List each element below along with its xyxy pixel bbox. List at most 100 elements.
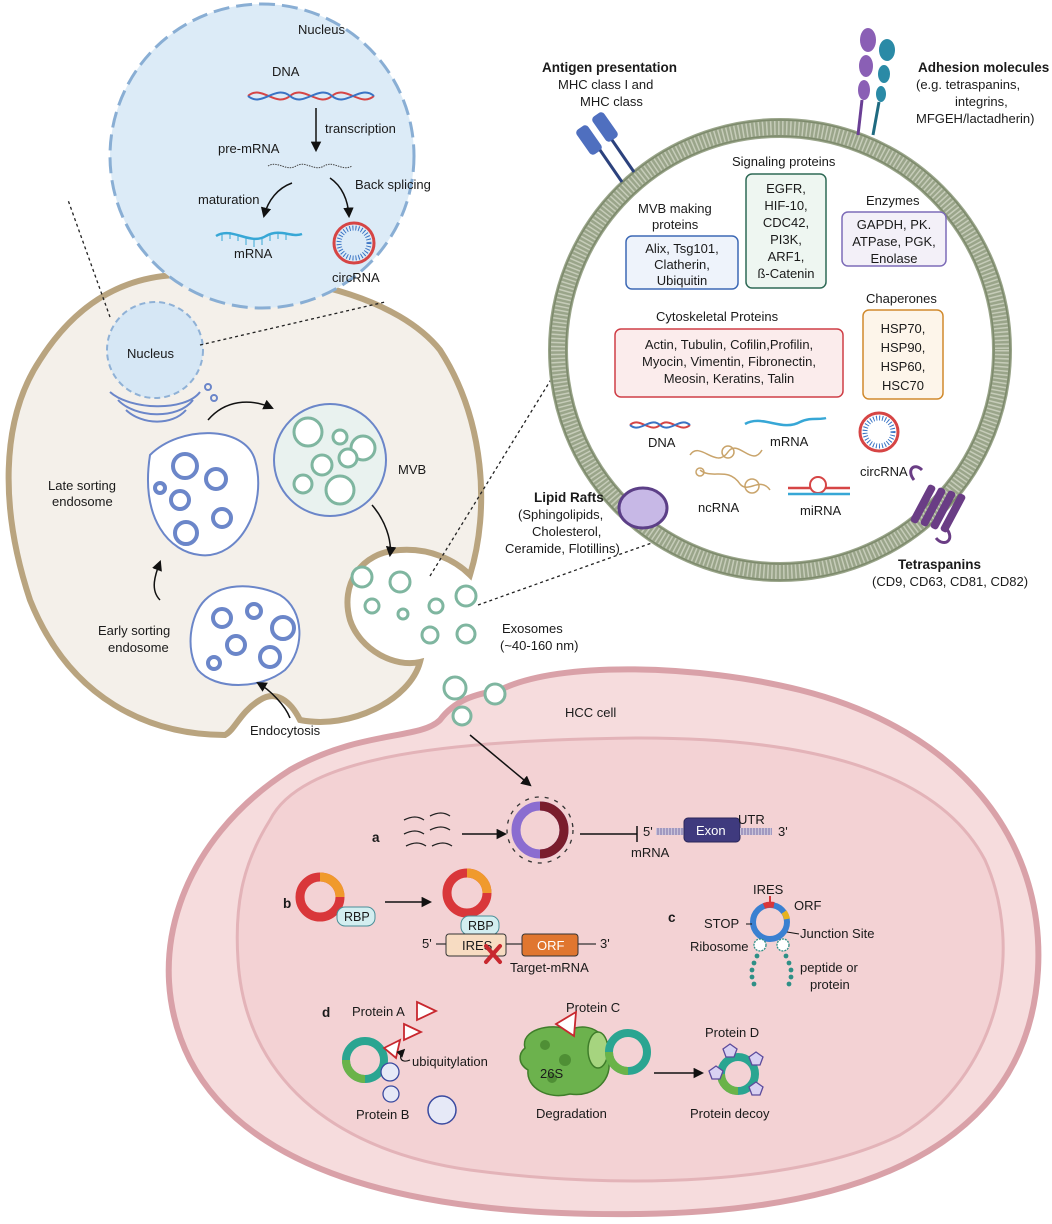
target-mrna-label: Target-mRNA [510, 960, 589, 975]
circrna-b2-icon [442, 868, 492, 918]
tetra-title: Tetraspanins [898, 557, 981, 572]
chaperone-item-2: HSP60, [881, 359, 926, 374]
protein-a-triangle-2 [403, 1022, 424, 1042]
antigen-title: Antigen presentation [542, 60, 677, 75]
antigen-line-1: MHC class I and [558, 77, 653, 92]
proteasome-label: 26S [540, 1066, 563, 1081]
peptide-chain-icon [749, 953, 794, 987]
early-sorting-label-1: Early sorting [98, 623, 170, 638]
signaling-item-3: PI3K, [770, 232, 802, 247]
signaling-box [745, 173, 827, 289]
nucleus-circrna-label: circRNA [332, 270, 380, 285]
panel-a-five: 5' [643, 824, 653, 839]
circrna-icon [332, 221, 376, 265]
nucleus-zoom: Nucleus DNA transcription pre-mRNA matur… [108, 2, 431, 310]
panel-a: a 5' mRNA Exon UTR 3' [372, 796, 788, 864]
protein-a-label: Protein A [352, 1004, 405, 1019]
chaperone-item-0: HSP70, [881, 321, 926, 336]
chaperone-item-3: HSC70 [882, 378, 924, 393]
back-splicing-arrow [329, 177, 354, 219]
nucleus-zoom-title: Nucleus [298, 22, 345, 37]
lipid-line-3: Ceramide, Flotillins) [505, 541, 620, 556]
panel-a-mrna: mRNA [631, 845, 670, 860]
cyto-list: Actin, Tubulin, Cofilin,Profilin,Myocin,… [642, 337, 816, 386]
signaling-title: Signaling proteins [732, 154, 836, 169]
chaperones-list: HSP70,HSP90,HSP60,HSC70 [881, 321, 926, 393]
exosomes-label-1: Exosomes [502, 621, 563, 636]
exo-mrna-icon [744, 416, 827, 427]
mvb [273, 403, 387, 517]
adhesion-title: Adhesion molecules [918, 60, 1049, 75]
chaperones-box [862, 309, 944, 400]
enzyme-item-1: ATPase, PGK, [852, 234, 936, 249]
mvb-proteins-title-2: proteins [652, 217, 699, 232]
enzymes-title: Enzymes [866, 193, 920, 208]
protein-c-triangle [554, 1010, 578, 1038]
panel-b: b RBP RBP 5' IRES ORF 3' Target-mRNA [283, 868, 610, 975]
translation-circrna-icon [750, 896, 790, 942]
signaling-item-5: ß-Catenin [757, 266, 814, 281]
mvb-protein-item-2: Ubiquitin [657, 273, 708, 288]
maturation-arrow [260, 182, 293, 219]
early-sorting-endosome [189, 585, 301, 686]
nucleus-mrna-label: mRNA [234, 246, 273, 261]
mvb-protein-item-0: Alix, Tsg101, [645, 241, 718, 256]
utr-strand [740, 828, 772, 835]
adhesion-line-3: MFGEH/lactadherin) [916, 111, 1034, 126]
panel-b-letter: b [283, 896, 291, 911]
protein-b-large [427, 1095, 457, 1125]
hcc-cell-title: HCC cell [565, 705, 616, 720]
ubiquitylation-arrow [396, 1048, 411, 1062]
ires-label: IRES [462, 938, 493, 953]
panel-a-three: 3' [778, 824, 788, 839]
cyto-item-1: Myocin, Vimentin, Fibronectin, [642, 354, 816, 369]
adhesion-line-1: (e.g. tetraspanins, [916, 77, 1020, 92]
antigen-line-2: MHC class [580, 94, 643, 109]
circrna-sponge-icon [506, 796, 574, 864]
mirna-icon [788, 476, 850, 496]
nucleus-dna-label: DNA [272, 64, 300, 79]
panel-c-letter: c [668, 910, 676, 925]
arrow-late-to-mvb [207, 399, 274, 421]
donor-cell: Nucleus MVB [5, 271, 578, 739]
endocytosis-label: Endocytosis [250, 723, 321, 738]
c-junction-label: Junction Site [800, 926, 874, 941]
c-ribosome-label: Ribosome [690, 939, 749, 954]
protein-a-triangle-1 [416, 1000, 439, 1022]
arrow-endocytosis [256, 681, 291, 719]
adhesion-line-2: integrins, [955, 94, 1008, 109]
cyto-title: Cytoskeletal Proteins [656, 309, 779, 324]
golgi-icon [109, 383, 218, 423]
transcription-label: transcription [325, 121, 396, 136]
dna-helix-icon [247, 91, 375, 101]
protein-b-small [382, 1085, 400, 1103]
signaling-item-2: CDC42, [763, 215, 809, 230]
arrow-mvb-to-membrane [371, 504, 397, 558]
ribosome-icon [753, 938, 790, 952]
block-x-icon [484, 944, 502, 964]
exo-circrna-label: circRNA [860, 464, 908, 479]
mvb-proteins-box [625, 235, 739, 290]
c-peptide-label-1: peptide or [800, 960, 858, 975]
late-sorting-label-2: endosome [52, 494, 113, 509]
zoom-line-exosome-2 [477, 539, 661, 606]
budding-exosomes [350, 565, 507, 727]
enzyme-item-2: Enolase [871, 251, 918, 266]
c-stop-label: STOP [704, 916, 739, 931]
panel-a-letter: a [372, 830, 380, 845]
mirna-fragments-icon [403, 812, 453, 847]
mvb-label: MVB [398, 462, 426, 477]
exo-dna-label: DNA [648, 435, 676, 450]
lipid-line-1: (Sphingolipids, [518, 507, 603, 522]
c-junction-tick [786, 931, 800, 935]
lipid-title: Lipid Rafts [534, 490, 604, 505]
panel-d: d Protein A ubiquitylation Protein B Pro… [322, 1000, 770, 1125]
back-splicing-label: Back splicing [355, 177, 431, 192]
protein-c-label: Protein C [566, 1000, 620, 1015]
circrna-d2-icon [605, 1029, 651, 1075]
maturation-label: maturation [198, 192, 259, 207]
small-nucleus-label: Nucleus [127, 346, 174, 361]
zoom-line-nucleus-1 [67, 199, 111, 318]
rbp-b1-box [336, 906, 376, 927]
